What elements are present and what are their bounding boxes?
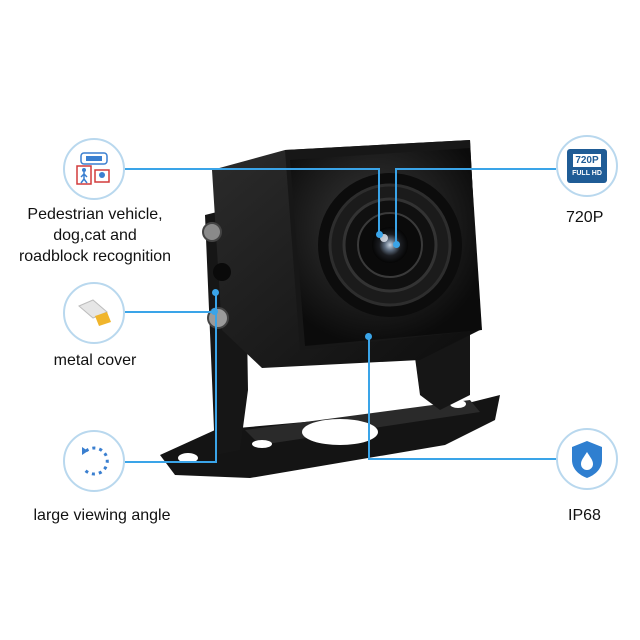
connector-dot xyxy=(365,333,372,340)
rotate-arrow-icon xyxy=(63,430,125,492)
recognition-label: Pedestrian vehicle, dog,cat and roadbloc… xyxy=(18,206,172,265)
connector-dot xyxy=(376,231,383,238)
connector-dot xyxy=(211,308,218,315)
connector-line xyxy=(395,168,397,244)
connector-line xyxy=(125,168,380,170)
hd-badge-icon: 720P FULL HD xyxy=(556,135,618,197)
metal-cover-label: metal cover xyxy=(53,352,137,369)
badge-fullhd-text: FULL HD xyxy=(572,170,602,177)
connector-line xyxy=(125,311,215,313)
badge-720p-text: 720P xyxy=(573,154,601,167)
connector-line xyxy=(215,292,217,462)
connector-line xyxy=(125,461,217,463)
connector-dot xyxy=(212,289,219,296)
connector-line xyxy=(396,168,556,170)
connector-line xyxy=(378,168,380,234)
waterproof-label: IP68 xyxy=(568,507,601,524)
water-shield-icon xyxy=(556,428,618,490)
connector-dot xyxy=(393,241,400,248)
connector-line xyxy=(368,458,558,460)
pedestrian-vehicle-recognition-icon xyxy=(63,138,125,200)
bracket-screw xyxy=(202,222,222,242)
resolution-label: 720P xyxy=(566,209,604,226)
viewing-angle-label: large viewing angle xyxy=(33,507,171,524)
connector-line xyxy=(368,336,370,460)
metal-cover-icon xyxy=(63,282,125,344)
